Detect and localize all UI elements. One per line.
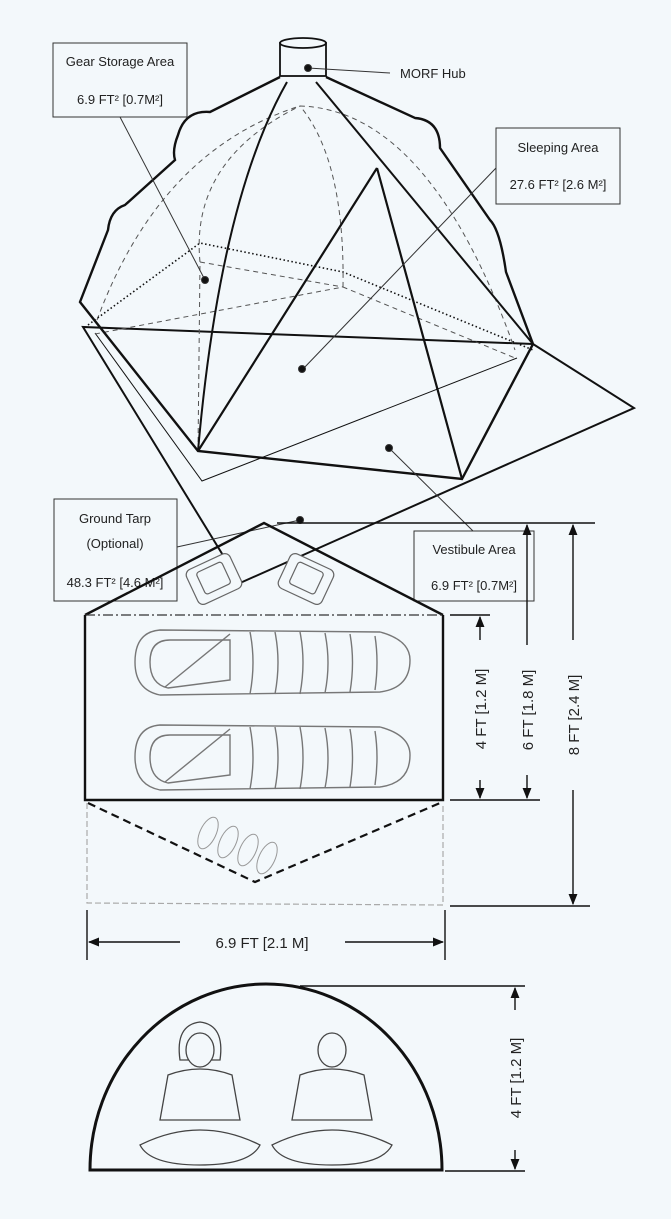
svg-text:6.9 FT² [0.7M²]: 6.9 FT² [0.7M²] bbox=[431, 578, 517, 593]
ground-tarp-label: Ground Tarp (Optional) 48.3 FT² [4.6 M²] bbox=[53, 498, 178, 602]
tent-depth-dimension: 6 FT [1.8 M] bbox=[520, 670, 537, 751]
side-view: 4 FT [1.2 M] bbox=[88, 982, 525, 1172]
width-dimension: 6.9 FT [2.1 M] bbox=[215, 935, 308, 952]
vestibule-door bbox=[87, 801, 441, 884]
svg-text:6.9 FT² [0.7M²]: 6.9 FT² [0.7M²] bbox=[77, 92, 163, 107]
svg-text:(Optional): (Optional) bbox=[86, 536, 143, 551]
dome-outline bbox=[88, 982, 444, 1172]
tent-fly-outline bbox=[78, 75, 535, 481]
ground-tarp-outline bbox=[81, 325, 637, 585]
lantern-icon bbox=[197, 816, 278, 875]
svg-text:27.6 FT² [2.6 M²]: 27.6 FT² [2.6 M²] bbox=[510, 177, 607, 192]
svg-text:Gear Storage Area: Gear Storage Area bbox=[66, 54, 175, 69]
interior-dashed-lines bbox=[94, 105, 516, 452]
floor-plan: 4 FT [1.2 M] 6 FT [1.8 M] 8 FT [2.4 M] 6… bbox=[83, 521, 595, 960]
backpack-icon bbox=[185, 553, 335, 605]
inner-depth-dimension: 4 FT [1.2 M] bbox=[473, 669, 490, 750]
morf-hub-icon bbox=[279, 37, 327, 77]
total-depth-dimension: 8 FT [2.4 M] bbox=[566, 675, 583, 756]
person-icon bbox=[139, 1021, 393, 1166]
svg-text:Vestibule Area: Vestibule Area bbox=[432, 542, 516, 557]
svg-text:Ground Tarp: Ground Tarp bbox=[79, 511, 151, 526]
isometric-view: Gear Storage Area 6.9 FT² [0.7M²] MORF H… bbox=[52, 37, 637, 602]
morf-hub-label: MORF Hub bbox=[400, 66, 466, 81]
vestibule-area-label: Vestibule Area 6.9 FT² [0.7M²] bbox=[413, 530, 535, 602]
sleeping-bag-icon bbox=[134, 629, 411, 791]
gear-storage-label: Gear Storage Area 6.9 FT² [0.7M²] bbox=[52, 42, 188, 118]
svg-text:Sleeping Area: Sleeping Area bbox=[518, 140, 600, 155]
height-dimension: 4 FT [1.2 M] bbox=[508, 1038, 525, 1119]
sleeping-area-label: Sleeping Area 27.6 FT² [2.6 M²] bbox=[495, 127, 621, 205]
floor-dotted-line bbox=[87, 242, 534, 351]
